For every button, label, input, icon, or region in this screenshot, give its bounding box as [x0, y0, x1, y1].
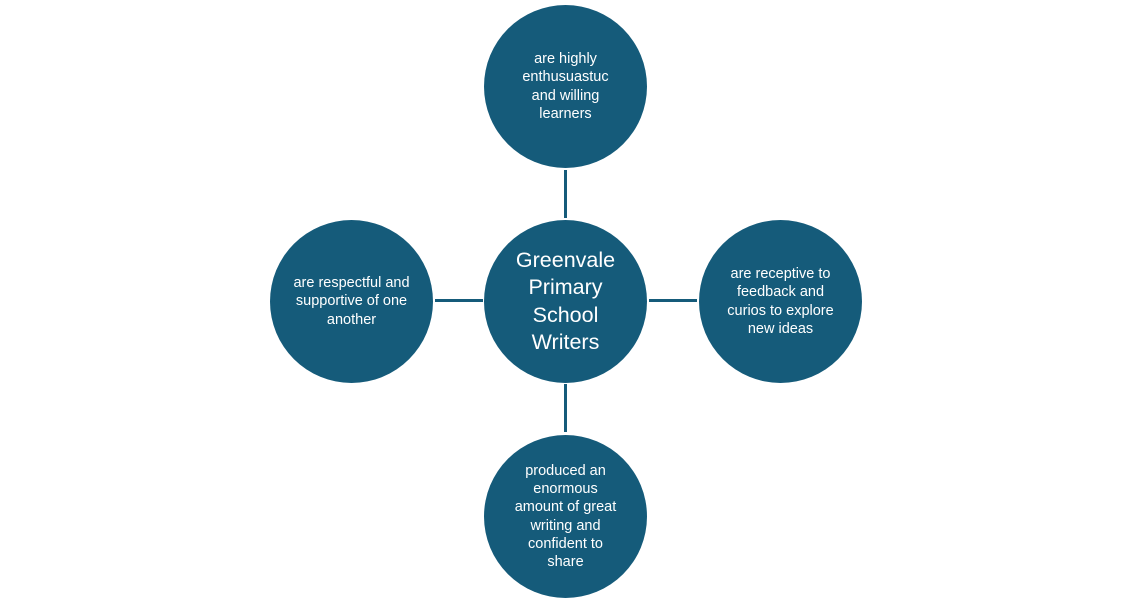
node-left: are respectful and supportive of one ano…	[270, 220, 433, 383]
node-top: are highly enthusuastuc and willing lear…	[484, 5, 647, 168]
connector-top	[564, 170, 567, 218]
node-right-label: are receptive to feedback and curios to …	[727, 265, 834, 337]
connector-bottom	[564, 384, 567, 432]
node-top-label: are highly enthusuastuc and willing lear…	[522, 50, 609, 122]
node-bottom-label: produced an enormous amount of great wri…	[514, 462, 617, 571]
connector-right	[649, 299, 697, 302]
node-center-label: Greenvale Primary School Writers	[515, 247, 616, 355]
node-left-label: are respectful and supportive of one ano…	[293, 275, 410, 328]
connector-left	[435, 299, 483, 302]
node-bottom: produced an enormous amount of great wri…	[484, 435, 647, 598]
node-center: Greenvale Primary School Writers	[484, 220, 647, 383]
node-right: are receptive to feedback and curios to …	[699, 220, 862, 383]
